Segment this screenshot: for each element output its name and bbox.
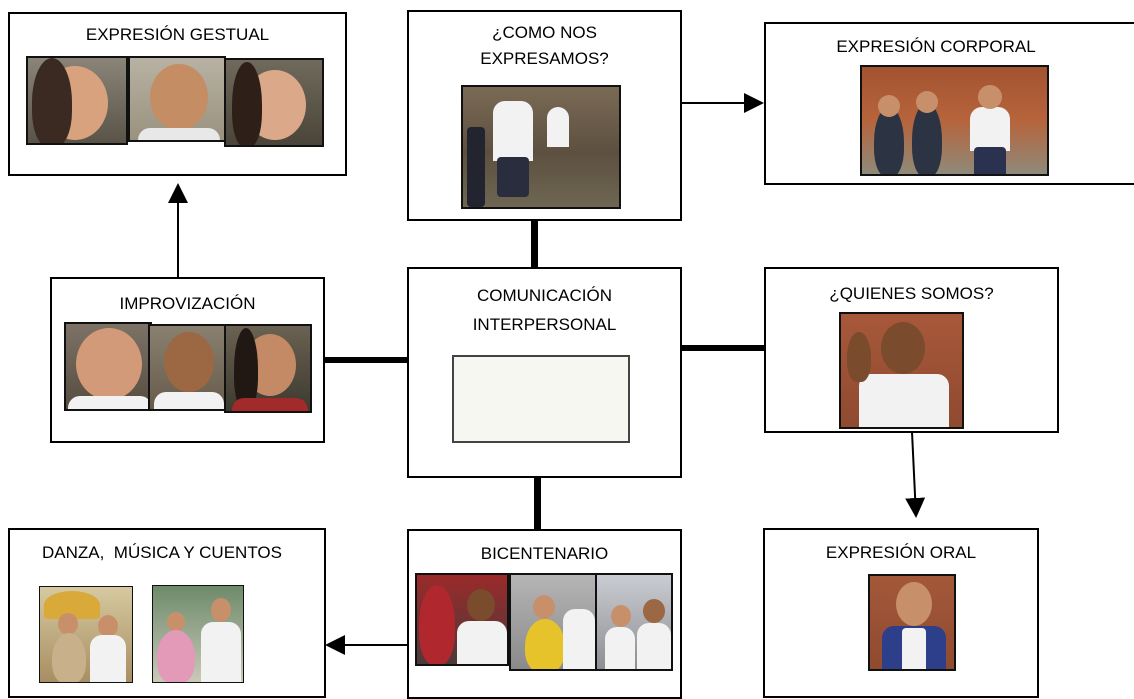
connector-left-center — [325, 357, 408, 363]
costumed-students-photo-3 — [595, 573, 673, 671]
dancing-couple-photo-1 — [39, 586, 133, 683]
node-quienes-somos: ¿QUIENES SOMOS? — [764, 267, 1059, 433]
student-portrait-photo — [839, 312, 964, 429]
faces-photo-1 — [64, 322, 152, 411]
costumed-students-photo-1 — [415, 573, 509, 666]
arrow-to-expresion-oral — [905, 431, 926, 518]
connector-center-right — [682, 345, 765, 351]
faces-photo-3 — [224, 324, 312, 413]
node-title: IMPROVIZACIÓN — [119, 294, 256, 313]
faces-photo-2 — [148, 324, 226, 411]
students-dancing-photo — [461, 85, 621, 209]
node-expresion-gestual: EXPRESIÓN GESTUAL — [8, 12, 347, 176]
node-bicentenario: BICENTENARIO — [407, 529, 682, 699]
students-moving-photo — [860, 65, 1049, 176]
node-title: EXPRESIÓN GESTUAL — [85, 25, 270, 44]
connector-top-center — [531, 220, 538, 267]
connector-center-bottom — [534, 477, 541, 532]
node-title: BICENTENARIO — [480, 544, 609, 563]
node-como-nos-expresamos: ¿COMO NOS EXPRESAMOS? — [407, 10, 682, 221]
node-title: ¿QUIENES SOMOS? — [829, 284, 994, 303]
node-expresion-oral: EXPRESIÓN ORAL — [763, 528, 1039, 698]
node-title: DANZA, MÚSICA Y CUENTOS — [42, 543, 282, 562]
node-title: ¿COMO NOS EXPRESAMOS? — [480, 23, 609, 68]
dancing-couple-photo-2 — [152, 585, 244, 683]
node-title: EXPRESIÓN CORPORAL — [836, 37, 1036, 56]
faces-gesturing-photo-1 — [26, 56, 128, 145]
student-speaking-photo — [868, 574, 956, 671]
node-improvizacion: IMPROVIZACIÓN — [50, 277, 325, 443]
node-expresion-corporal: EXPRESIÓN CORPORAL — [764, 22, 1134, 185]
faces-gesturing-photo-3 — [224, 58, 324, 147]
children-talking-cartoon — [452, 355, 630, 443]
node-title: COMUNICACIÓN INTERPERSONAL — [472, 286, 617, 334]
costumed-students-photo-2 — [509, 573, 597, 671]
node-title: EXPRESIÓN ORAL — [825, 543, 977, 562]
node-danza-musica-cuentos: DANZA, MÚSICA Y CUENTOS — [8, 528, 326, 698]
node-comunicacion-interpersonal: COMUNICACIÓN INTERPERSONAL — [407, 267, 682, 478]
faces-gesturing-photo-2 — [128, 56, 226, 142]
